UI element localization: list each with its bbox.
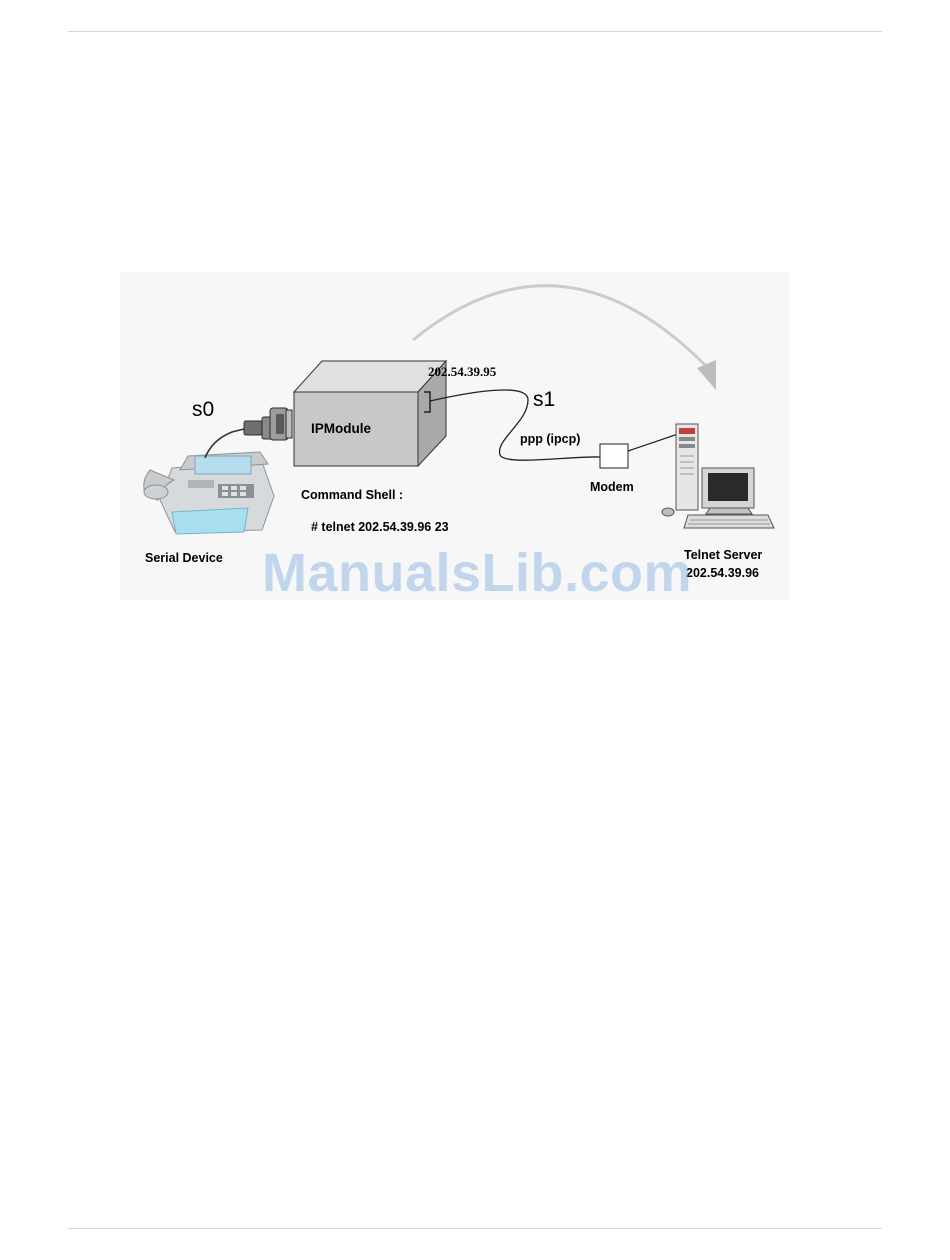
serial-connector-icon xyxy=(244,408,292,440)
telnet-server-ip-label: 202.54.39.96 xyxy=(686,566,759,580)
modem-label: Modem xyxy=(590,480,634,494)
s0-label: s0 xyxy=(192,398,214,422)
ipmodule-label: IPModule xyxy=(311,421,371,436)
serial-device-label: Serial Device xyxy=(145,551,223,565)
telnet-server-label: Telnet Server xyxy=(684,548,762,562)
ppp-label: ppp (ipcp) xyxy=(520,432,580,446)
watermark: ManualsLib.com xyxy=(262,542,692,604)
command-shell-label: Command Shell : xyxy=(301,488,403,502)
telnet-command-label: # telnet 202.54.39.96 23 xyxy=(311,520,449,534)
modem-server-cable xyxy=(628,434,678,451)
fax-machine-icon xyxy=(144,452,274,534)
ppp-cable xyxy=(430,390,600,460)
ipmodule-box xyxy=(294,361,446,466)
telnet-connection-arrow xyxy=(413,286,705,365)
ip-address-label: 202.54.39.95 xyxy=(428,364,496,380)
footer-rule xyxy=(68,1228,882,1229)
computer-icon xyxy=(662,424,774,528)
arrowhead-icon xyxy=(697,360,716,390)
modem-box xyxy=(600,444,628,468)
s1-label: s1 xyxy=(533,388,555,412)
